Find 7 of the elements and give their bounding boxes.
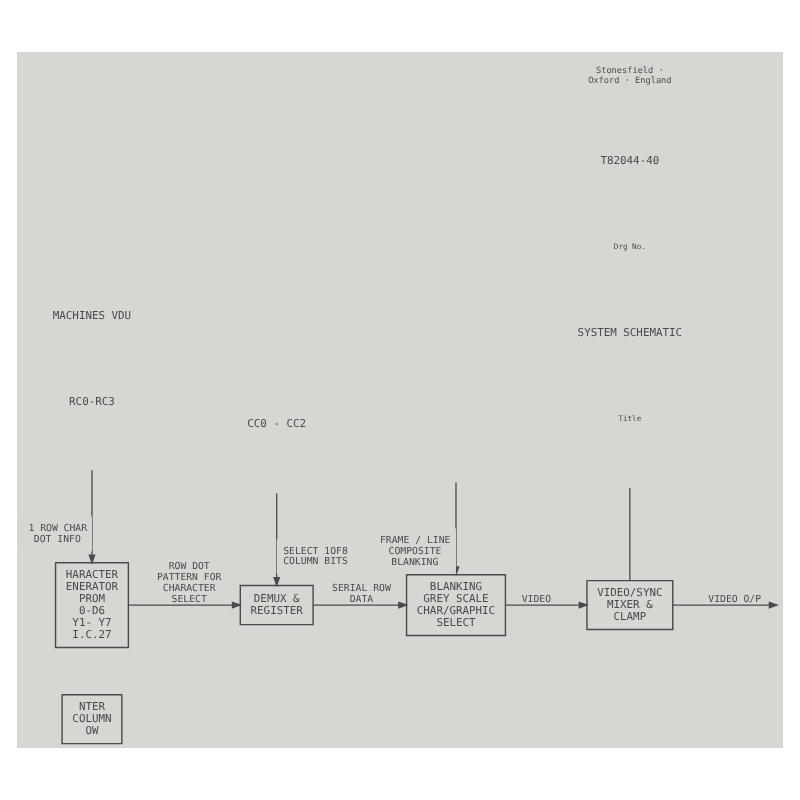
arrow (128, 601, 243, 609)
arrow (273, 492, 281, 588)
arrow (672, 601, 779, 609)
arrow (312, 601, 409, 609)
arrow (505, 601, 589, 609)
connector (629, 487, 631, 582)
arrow (88, 469, 96, 565)
